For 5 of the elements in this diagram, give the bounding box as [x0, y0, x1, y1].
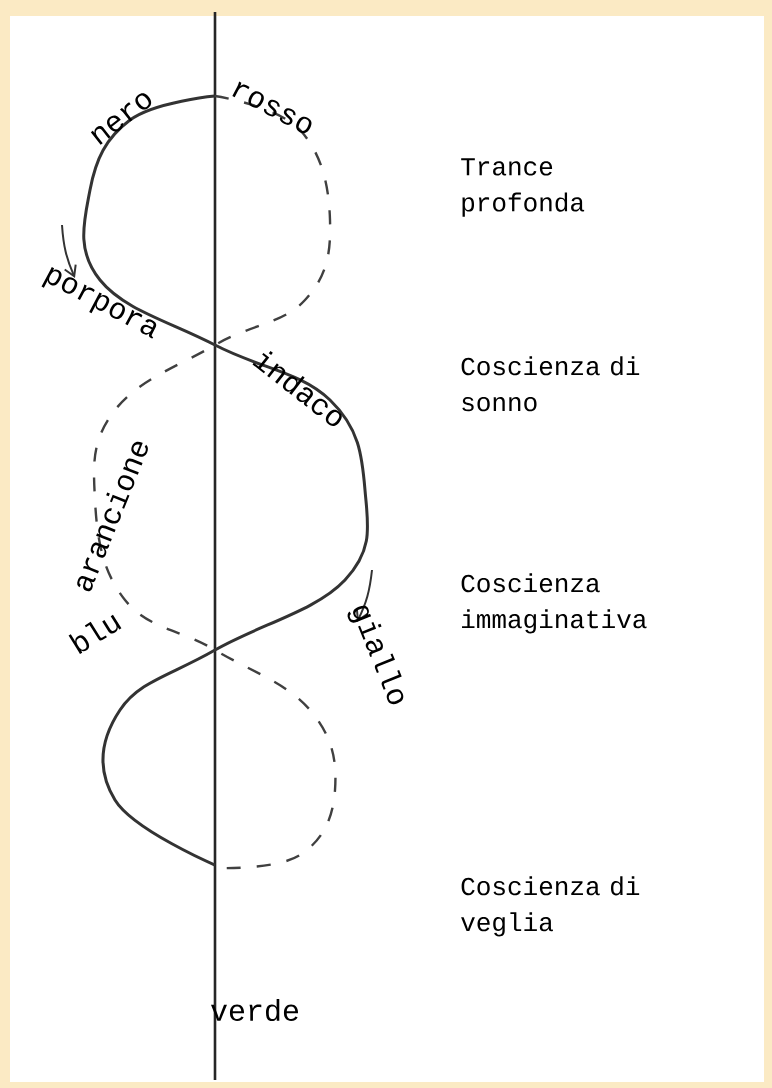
state-label: Coscienza di veglia — [461, 876, 640, 937]
state-label: Coscienza di sonno — [461, 356, 640, 412]
curve-label: blu — [68, 614, 122, 655]
state-label: Coscienza immaginativa — [461, 573, 647, 634]
state-label: Trance profonda — [461, 158, 585, 217]
